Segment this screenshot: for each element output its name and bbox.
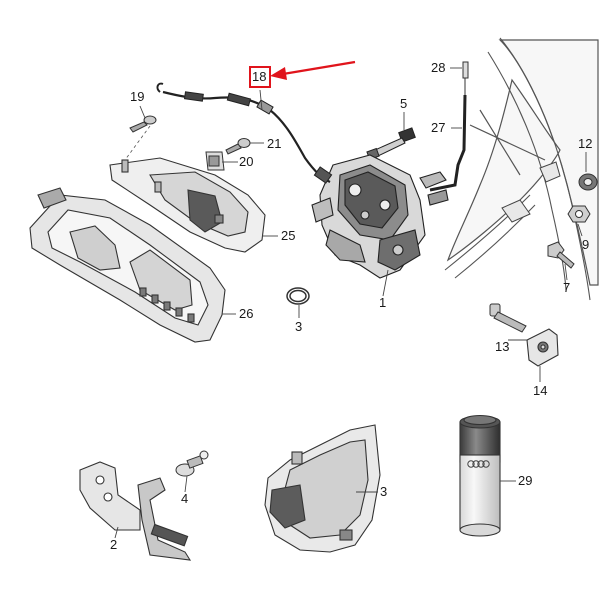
part-14-bracket (526, 328, 559, 367)
part-26-handle-trim (29, 187, 226, 343)
part-18-cable (156, 82, 333, 184)
callout-13: 13 (495, 339, 510, 354)
part-3-lock-cover (264, 424, 381, 553)
callout-12: 12 (578, 136, 593, 151)
callout-18: 18 (252, 69, 267, 84)
leader-19-25 (124, 125, 151, 161)
callout-3-cover: 3 (380, 484, 388, 499)
callout-28: 28 (431, 60, 446, 75)
callout-19: 19 (130, 89, 145, 104)
callout-20: 20 (239, 154, 254, 169)
callout-5: 5 (400, 96, 408, 111)
part-5-switch (366, 127, 416, 161)
callout-1: 1 (379, 295, 387, 310)
highlight-box-18 (249, 66, 271, 88)
frame-bracket (501, 161, 561, 223)
callout-29: 29 (518, 473, 533, 488)
highlight-arrow (270, 60, 356, 80)
callout-26: 26 (239, 306, 254, 321)
door-frame (446, 39, 599, 286)
part-2-bracket (79, 461, 192, 561)
part-27-rod (429, 94, 467, 192)
brand-rings-icon (467, 460, 490, 468)
part-1-door-lock (311, 154, 449, 279)
callout-27: 27 (431, 120, 446, 135)
part-4-pin (175, 450, 209, 477)
part-3-oring (286, 287, 310, 305)
callout-4: 4 (181, 491, 189, 506)
part-9-nut (567, 205, 591, 223)
part-20-clip (205, 151, 225, 171)
callout-3-oring: 3 (295, 319, 303, 334)
callout-2: 2 (110, 537, 118, 552)
part-25-handle-housing (109, 157, 266, 253)
part-19-screw (129, 115, 157, 133)
callout-9: 9 (582, 237, 590, 252)
callout-21: 21 (267, 136, 282, 151)
leader-lines (114, 67, 587, 539)
callout-14: 14 (533, 383, 548, 398)
part-28-rod-tip (462, 61, 469, 100)
part-29-spray-can (459, 414, 501, 537)
part-21-screw (225, 138, 251, 155)
callout-25: 25 (281, 228, 296, 243)
part-13-bolt (489, 303, 527, 333)
part-7-bolt (547, 241, 575, 269)
part-12-nut (578, 173, 598, 191)
callout-7: 7 (563, 280, 571, 295)
